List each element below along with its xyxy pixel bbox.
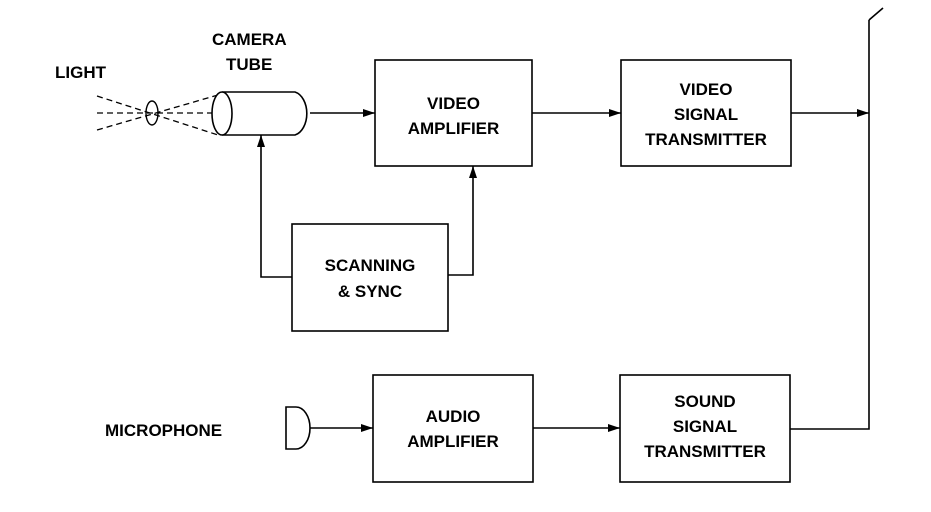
sound-transmitter-line1: SOUND: [674, 392, 735, 411]
microphone-icon: [285, 406, 311, 450]
audio-amplifier-line2: AMPLIFIER: [407, 432, 499, 451]
video-transmitter-line2: SIGNAL: [674, 105, 738, 124]
arrow-sync-to-camera: [257, 135, 292, 278]
antenna-tip-icon: [868, 7, 884, 21]
microphone-label: MICROPHONE: [105, 421, 222, 440]
scanning-sync-line1: SCANNING: [325, 256, 416, 275]
connection-wires: [257, 7, 884, 432]
scanning-sync-block: SCANNING & SYNC: [291, 223, 449, 332]
video-amplifier-line1: VIDEO: [427, 94, 480, 113]
sound-signal-transmitter-block: SOUND SIGNAL TRANSMITTER: [619, 374, 791, 483]
antenna-mast: [790, 20, 870, 430]
video-amplifier-line2: AMPLIFIER: [408, 119, 500, 138]
sound-transmitter-line3: TRANSMITTER: [644, 442, 766, 461]
light-label: LIGHT: [55, 63, 107, 82]
audio-amplifier-block: AUDIO AMPLIFIER: [372, 374, 534, 483]
camera-label-line2: TUBE: [226, 55, 272, 74]
sound-transmitter-line2: SIGNAL: [673, 417, 737, 436]
video-transmitter-line1: VIDEO: [680, 80, 733, 99]
video-transmitter-line3: TRANSMITTER: [645, 130, 767, 149]
lens-icon: [145, 100, 159, 126]
scanning-sync-line2: & SYNC: [338, 282, 402, 301]
video-amplifier-block: VIDEO AMPLIFIER: [374, 59, 533, 167]
camera-tube-icon: [211, 91, 308, 136]
audio-amplifier-line1: AUDIO: [426, 407, 481, 426]
video-signal-transmitter-block: VIDEO SIGNAL TRANSMITTER: [620, 59, 792, 167]
camera-label-line1: CAMERA: [212, 30, 287, 49]
arrow-sync-to-video-amp: [448, 166, 477, 276]
